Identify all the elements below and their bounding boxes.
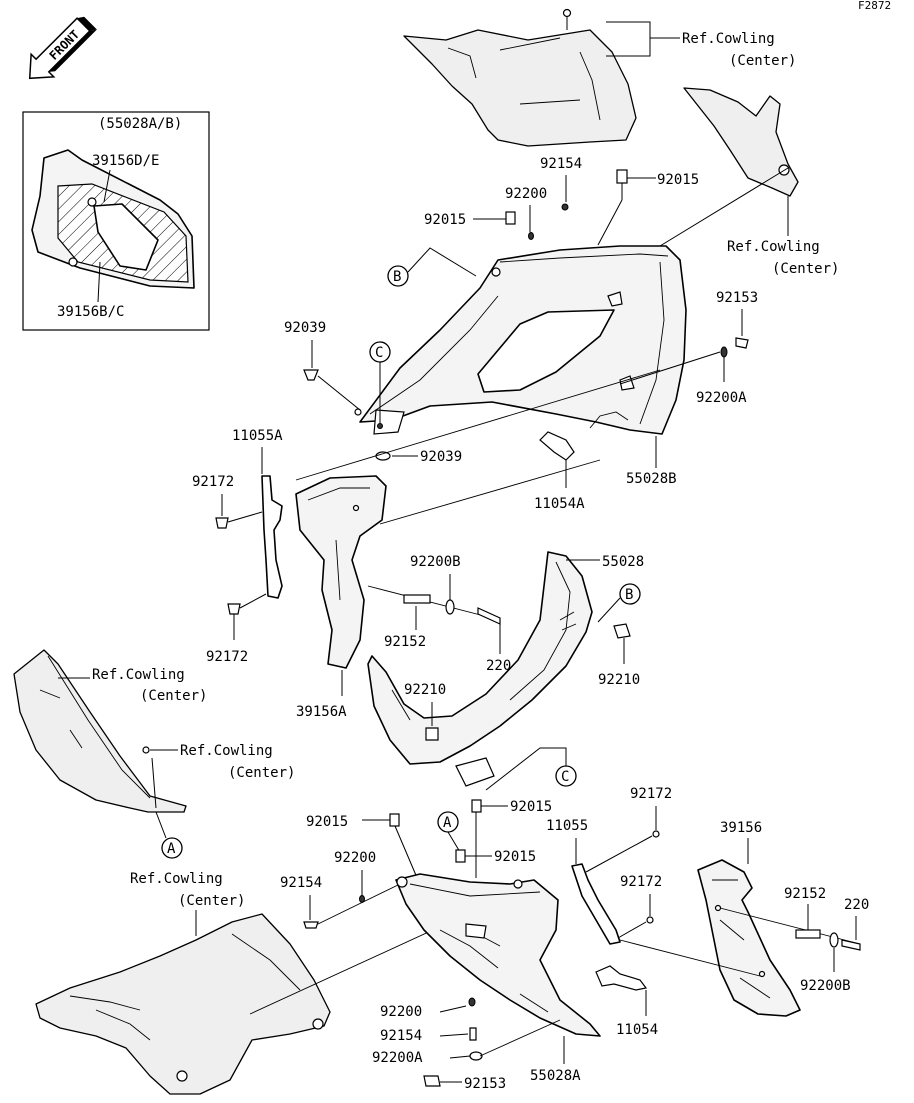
cowling-55028a: 55028A	[395, 873, 601, 1084]
label-92200b-left: 92200B	[410, 554, 461, 570]
grommet-92015-top	[616, 169, 628, 184]
label-92200-bottom: 92200	[380, 1004, 422, 1020]
cowling-vent	[477, 309, 615, 393]
grommet-92039	[375, 451, 391, 461]
label-ref-cowling-3b: (Center)	[140, 688, 207, 704]
label-11055a: 11055A	[232, 428, 283, 444]
label-92015-lower-left: 92015	[306, 814, 348, 830]
label-ref-cowling-4: Ref.Cowling	[180, 743, 273, 759]
label-ref-cowling-4b: (Center)	[228, 765, 295, 781]
label-220-right: 220	[844, 897, 869, 913]
label-39156b-c: 39156B/C	[57, 304, 124, 320]
label-92015-lower-mid: 92015	[494, 849, 536, 865]
label-39156: 39156	[720, 820, 762, 836]
washer-92200b-right	[829, 932, 839, 948]
bolt-220	[477, 607, 501, 625]
label-ref-cowling-3: Ref.Cowling	[92, 667, 185, 683]
callout-a-left	[161, 837, 183, 859]
inset-vent	[93, 203, 159, 271]
label-92172-upper: 92172	[192, 474, 234, 490]
label-92200-top: 92200	[505, 186, 547, 202]
label-92015-lower-right: 92015	[510, 799, 552, 815]
label-11055: 11055	[546, 818, 588, 834]
label-92172-right-bottom: 92172	[620, 874, 662, 890]
label-92200b-right: 92200B	[800, 978, 851, 994]
cowling-55028: 55028	[367, 551, 644, 787]
ref-cowling-top: Ref.Cowling (Center)	[403, 8, 796, 147]
label-92015-top: 92015	[657, 172, 699, 188]
label-55028a: 55028A	[530, 1068, 581, 1084]
label-ref-cowling-2: Ref.Cowling	[727, 239, 820, 255]
callout-c-top-label: C	[375, 345, 383, 361]
callout-b-mid	[619, 583, 641, 605]
label-220-left: 220	[486, 658, 511, 674]
label-55028: 55028	[602, 554, 644, 570]
label-92152-right: 92152	[784, 886, 826, 902]
collar-92152	[403, 594, 431, 604]
label-11054a: 11054A	[534, 496, 585, 512]
label-92154-lower-left: 92154	[280, 875, 322, 891]
label-ref-cowling-2b: (Center)	[772, 261, 839, 277]
figure-code: F2872	[858, 0, 891, 12]
bracket-11055a	[261, 475, 283, 599]
label-39156d-e: 39156D/E	[92, 153, 159, 169]
callout-b-top-label: B	[393, 269, 401, 285]
label-92015-mid: 92015	[424, 212, 466, 228]
duct-39156a	[295, 475, 387, 669]
inset-title: (55028A/B)	[98, 116, 182, 132]
label-ref-cowling-1: Ref.Cowling	[682, 31, 775, 47]
label-ref-cowling-1b: (Center)	[729, 53, 796, 69]
front-arrow-icon: FRONT	[28, 16, 97, 80]
washer-92200b	[445, 599, 455, 615]
label-ref-cowling-5: Ref.Cowling	[130, 871, 223, 887]
label-11054: 11054	[616, 1022, 658, 1038]
label-92210-left: 92210	[404, 682, 446, 698]
label-39156a: 39156A	[296, 704, 347, 720]
bracket-11055	[571, 863, 621, 945]
bracket-11054a	[539, 431, 575, 461]
duct-39156: 39156	[619, 820, 801, 1017]
nut-92210-right	[613, 623, 631, 639]
callout-a-mid-label: A	[443, 815, 452, 831]
inset-screw-hole	[87, 197, 97, 207]
label-92154-top: 92154	[540, 156, 582, 172]
label-92153-bottom: 92153	[464, 1076, 506, 1092]
inset-panel: (55028A/B) 39156D/E 39156B/C	[22, 111, 210, 331]
callout-a-left-label: A	[167, 841, 176, 857]
label-92200a-bottom: 92200A	[372, 1050, 423, 1066]
label-92172-right-top: 92172	[630, 786, 672, 802]
label-92154-bottom: 92154	[380, 1028, 422, 1044]
callout-c-mid-label: C	[561, 769, 569, 785]
ref-cowling-right: Ref.Cowling (Center)	[683, 87, 839, 277]
label-92200-lower-left: 92200	[334, 850, 376, 866]
label-92039-bottom: 92039	[420, 449, 462, 465]
ref-cowling-left: Ref.Cowling (Center) Ref.Cowling (Center…	[13, 649, 295, 813]
label-ref-cowling-5b: (Center)	[178, 893, 245, 909]
bracket-11054	[595, 965, 648, 991]
label-92152-left: 92152	[384, 634, 426, 650]
label-92210-right: 92210	[598, 672, 640, 688]
callout-b-mid-label: B	[625, 587, 633, 603]
inset-screw-hole-2	[68, 257, 78, 267]
callout-b-top	[387, 265, 409, 287]
label-92200a-top: 92200A	[696, 390, 747, 406]
collar-92152-right	[795, 929, 821, 939]
label-92172-lower: 92172	[206, 649, 248, 665]
grommet-92015-lower-right	[471, 799, 482, 813]
label-92039-top: 92039	[284, 320, 326, 336]
label-55028b: 55028B	[626, 471, 677, 487]
label-92153-top: 92153	[716, 290, 758, 306]
